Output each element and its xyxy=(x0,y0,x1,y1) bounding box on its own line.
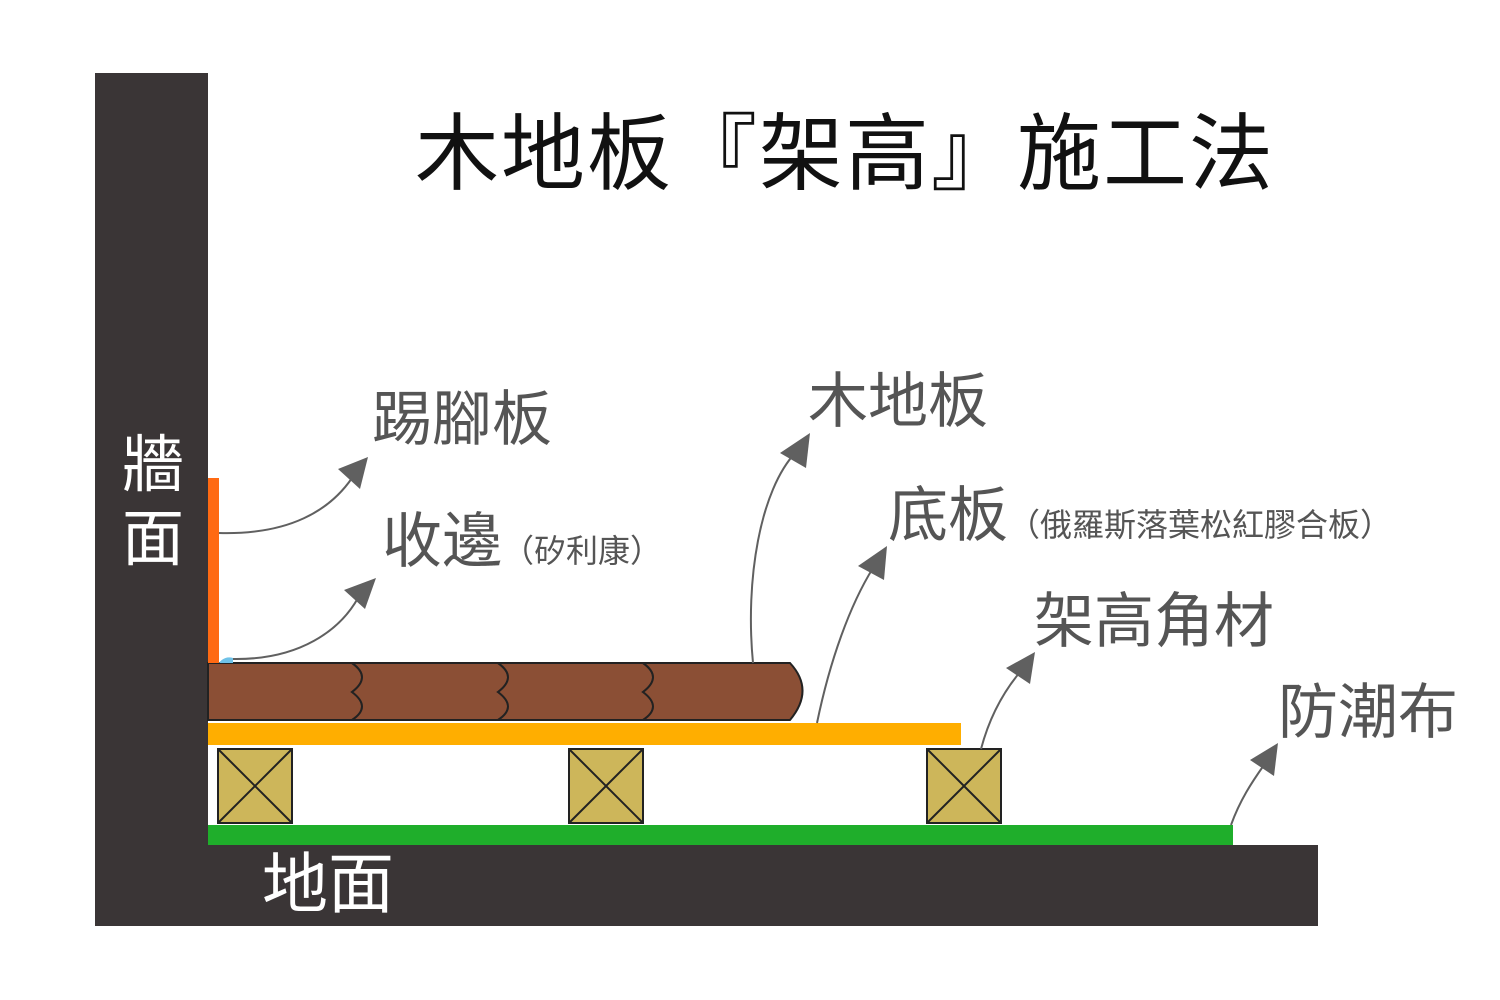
joist xyxy=(217,748,293,824)
raised-joist-label: 架高角材 xyxy=(1034,587,1274,657)
skirting-label: 踢腳板 xyxy=(372,385,552,455)
curved-arrow-icon xyxy=(980,652,1035,750)
edge-trim-label: 收邊 xyxy=(382,507,502,577)
edge-trim-label-group: 收邊（矽利康） xyxy=(382,512,662,572)
moisture-barrier xyxy=(208,825,1233,845)
curved-arrow-icon xyxy=(749,433,810,664)
curved-arrow-icon xyxy=(1230,743,1278,826)
base-board xyxy=(208,723,961,745)
edge-trim-note: （矽利康） xyxy=(502,532,663,570)
joist xyxy=(568,748,644,824)
curved-arrow-icon xyxy=(232,578,376,661)
wall xyxy=(95,73,208,926)
wood-floor xyxy=(207,662,804,721)
curved-arrow-icon xyxy=(816,546,887,724)
base-board-label-group: 底板（俄羅斯落葉松紅膠合板） xyxy=(888,486,1392,546)
silicone-sealant xyxy=(219,657,233,663)
wall-label: 牆面 xyxy=(121,428,184,576)
ground xyxy=(95,845,1318,926)
wood-floor-label: 木地板 xyxy=(808,367,988,437)
ground-label: 地面 xyxy=(262,846,394,923)
joist xyxy=(926,748,1002,824)
page-title: 木地板『架高』施工法 xyxy=(415,105,1276,203)
skirting-board xyxy=(208,478,219,663)
curved-arrow-icon xyxy=(218,457,368,535)
base-board-note: （俄羅斯落葉松紅膠合板） xyxy=(1008,506,1393,544)
base-board-label: 底板 xyxy=(888,481,1008,551)
moisture-barrier-label: 防潮布 xyxy=(1278,678,1458,748)
